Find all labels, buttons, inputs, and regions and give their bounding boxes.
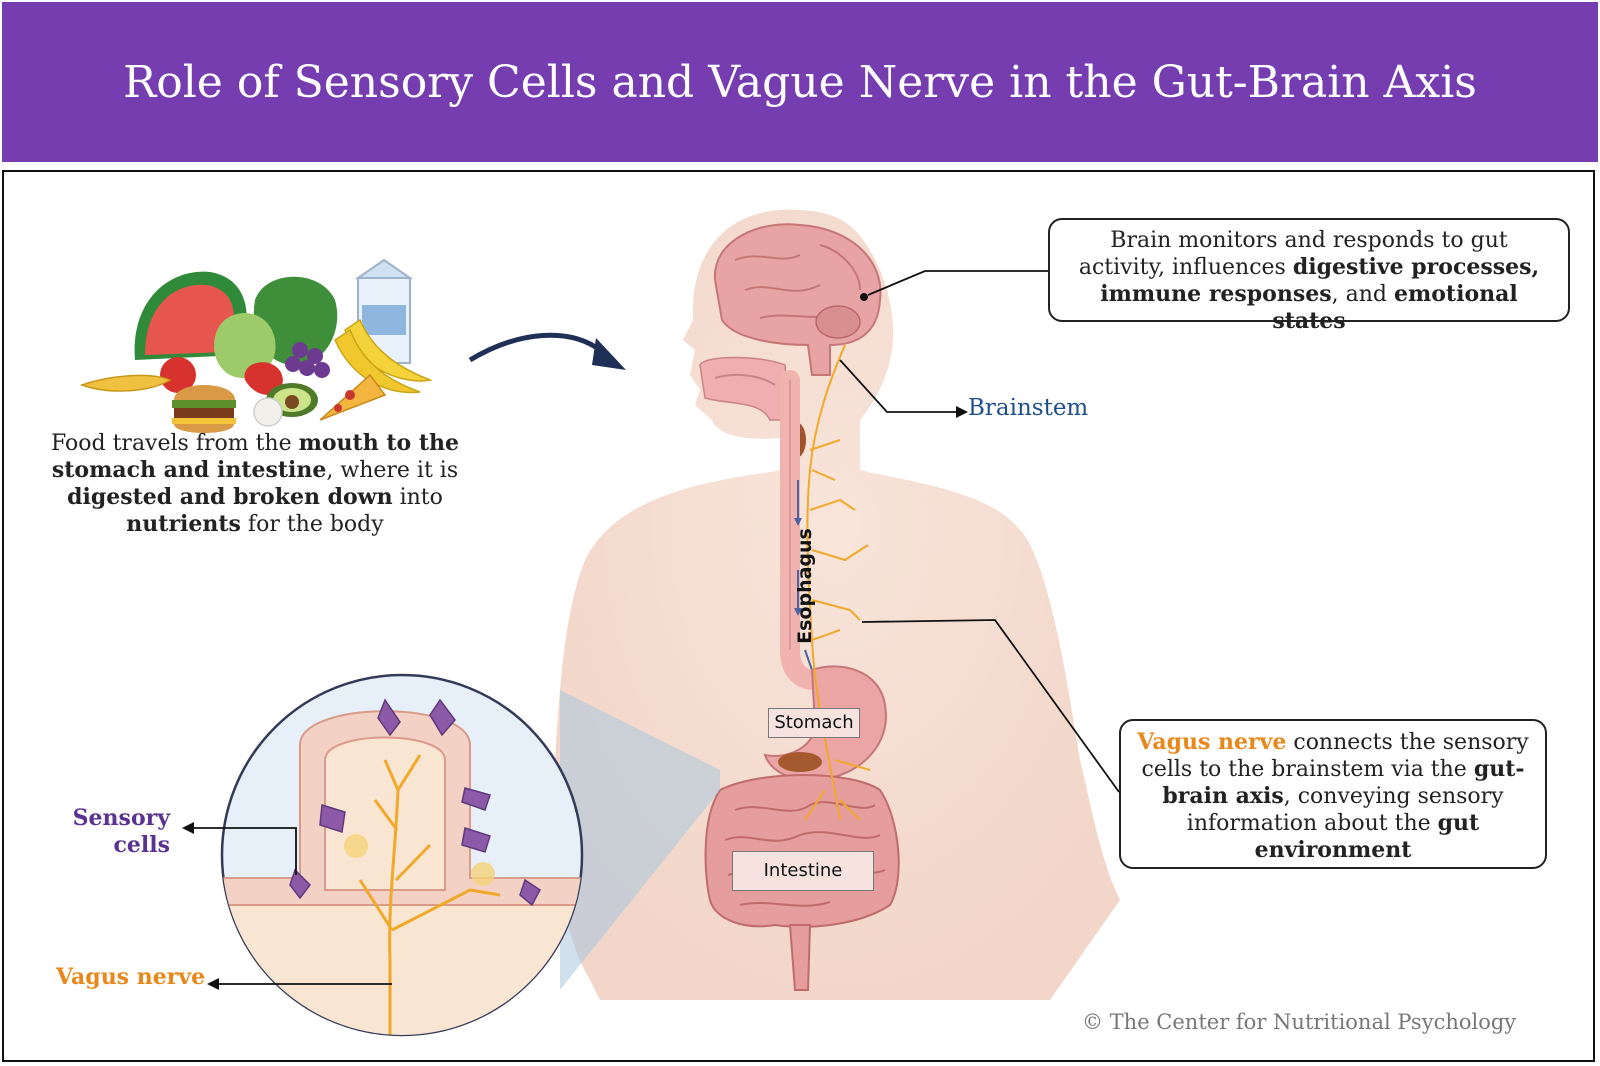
arrowhead-vagus <box>207 978 219 990</box>
stomach-label: Stomach <box>768 708 860 738</box>
vagus-callout-bold: gut environment <box>1254 810 1480 863</box>
vagus-callout-highlight: Vagus nerve <box>1137 729 1287 755</box>
page-title: Role of Sensory Cells and Vague Nerve in… <box>123 56 1477 108</box>
brain-callout-text: Brain monitors and responds to gut activ… <box>1078 228 1508 280</box>
food-caption: Food travels from the mouth to the stoma… <box>40 430 470 538</box>
esophagus-label: Esophagus <box>794 528 816 644</box>
food-text-bold: mouth to the stomach and intestine <box>51 430 460 483</box>
food-text-bold: digested and broken down <box>67 484 393 510</box>
food-text-part: Food travels from the <box>50 431 299 456</box>
vagus-callout: Vagus nerve connects the sensory cells t… <box>1119 719 1547 869</box>
food-text-part: for the body <box>240 512 384 537</box>
vagus-callout-text: connects the sensory cells to the brains… <box>1141 730 1529 782</box>
brain-callout: Brain monitors and responds to gut activ… <box>1048 218 1570 334</box>
magnified-villi <box>220 673 584 1037</box>
vagus-callout-bold: gut-brain axis <box>1162 756 1525 809</box>
food-text-bold: nutrients <box>126 511 241 537</box>
brain-callout-text: , and <box>1331 282 1394 307</box>
food-to-mouth-arrow <box>468 332 602 363</box>
brainstem-label: Brainstem <box>968 395 1089 421</box>
vagus-nerve-label: Vagus nerve <box>56 964 206 990</box>
brain <box>713 223 882 376</box>
intestine-label: Intestine <box>732 851 874 891</box>
food-text-part: , where it is <box>326 458 459 483</box>
connector-lines <box>190 270 1120 985</box>
food-text-part: into <box>392 485 443 510</box>
title-banner: Role of Sensory Cells and Vague Nerve in… <box>2 2 1598 162</box>
food-illustration <box>79 258 433 433</box>
copyright-notice: © The Center for Nutritional Psychology <box>1082 1010 1517 1034</box>
arrowhead-brainstem <box>956 406 968 418</box>
arrowhead-sensory <box>182 822 194 834</box>
vagus-callout-text: , conveying sensory information about th… <box>1186 784 1504 836</box>
brain-callout-bold: digestive processes, immune responses <box>1100 254 1540 307</box>
zoom-projection <box>560 690 720 990</box>
pancreas <box>778 752 822 772</box>
sensory-cells-label: Sensory cells <box>72 805 170 858</box>
brain-callout-bold: emotional states <box>1272 281 1518 334</box>
esophagus <box>780 370 825 690</box>
